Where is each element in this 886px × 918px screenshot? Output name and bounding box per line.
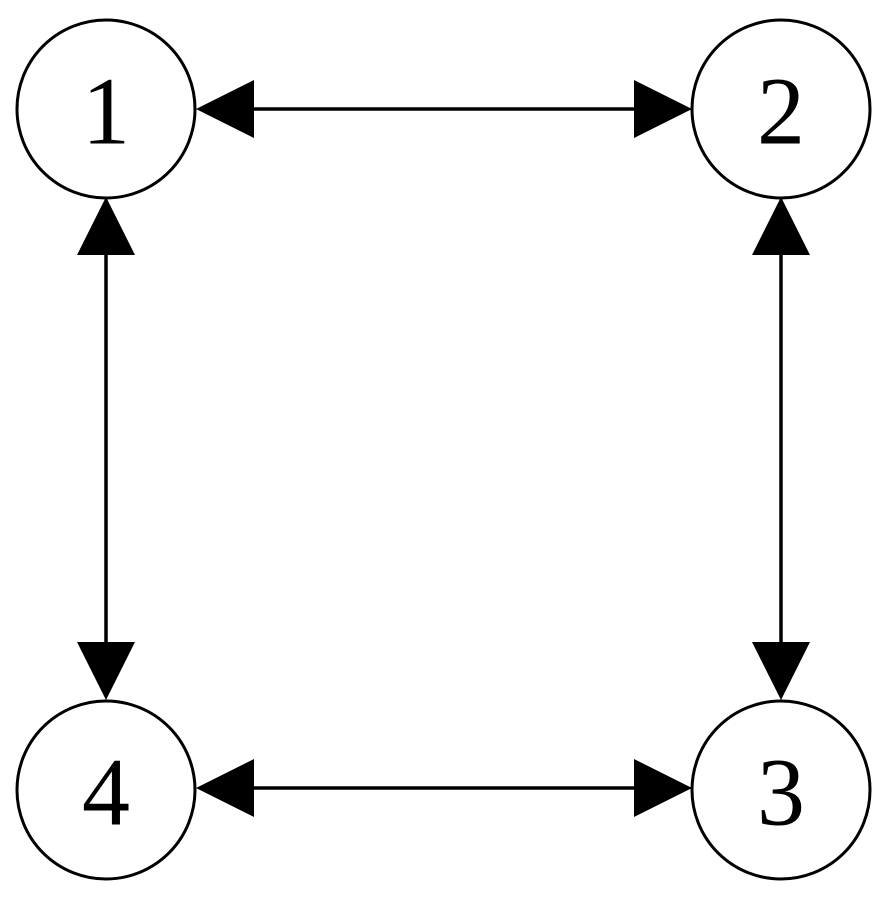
node-circle xyxy=(15,699,197,881)
arrowhead-right xyxy=(634,80,692,138)
arrowhead-up xyxy=(77,197,135,255)
arrowhead-left xyxy=(196,759,254,817)
node-label: 4 xyxy=(82,739,130,846)
node-label: 2 xyxy=(757,58,805,165)
edge-4-3 xyxy=(196,759,692,817)
edge-1-4 xyxy=(77,197,135,700)
node-circle xyxy=(690,699,872,881)
node-circle xyxy=(690,18,872,200)
edge-2-3 xyxy=(752,197,810,700)
node-2: 2 xyxy=(690,18,872,200)
arrowhead-left xyxy=(196,80,254,138)
arrowhead-down xyxy=(752,642,810,700)
node-label: 3 xyxy=(757,739,805,846)
node-circle xyxy=(15,18,197,200)
arrowhead-down xyxy=(77,642,135,700)
node-4: 4 xyxy=(15,699,197,881)
arrowhead-up xyxy=(752,197,810,255)
node-label: 1 xyxy=(82,58,130,165)
node-3: 3 xyxy=(690,699,872,881)
arrowhead-right xyxy=(634,759,692,817)
edge-1-2 xyxy=(196,80,692,138)
node-1: 1 xyxy=(15,18,197,200)
